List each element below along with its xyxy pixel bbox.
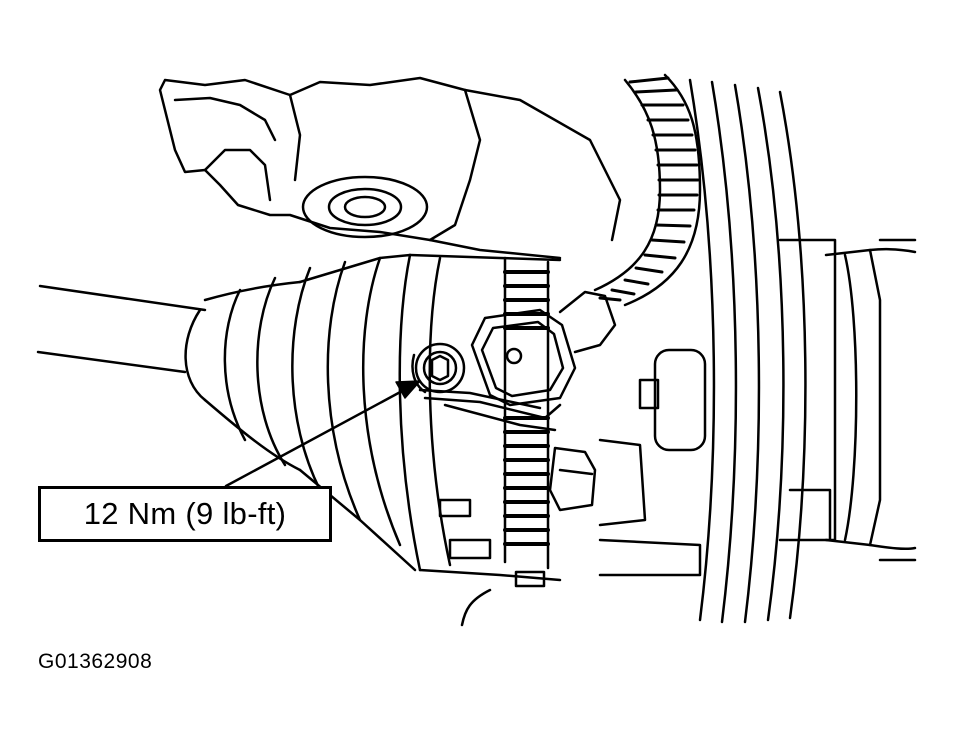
speed-sensor-body [418, 290, 617, 432]
cv-boot [184, 253, 417, 572]
cv-housing [398, 253, 562, 627]
torque-callout: 12 Nm (9 lb-ft) [38, 486, 332, 542]
sensor-bolt [411, 342, 466, 394]
drive-shaft [36, 284, 207, 374]
brake-disc [688, 78, 917, 624]
sensor-cable [593, 73, 702, 307]
knuckle-casting [158, 76, 622, 260]
figure-id: G01362908 [38, 650, 153, 673]
hub-nut [548, 348, 707, 577]
callout-arrow [224, 380, 421, 488]
torque-label: 12 Nm (9 lb-ft) [83, 496, 287, 531]
